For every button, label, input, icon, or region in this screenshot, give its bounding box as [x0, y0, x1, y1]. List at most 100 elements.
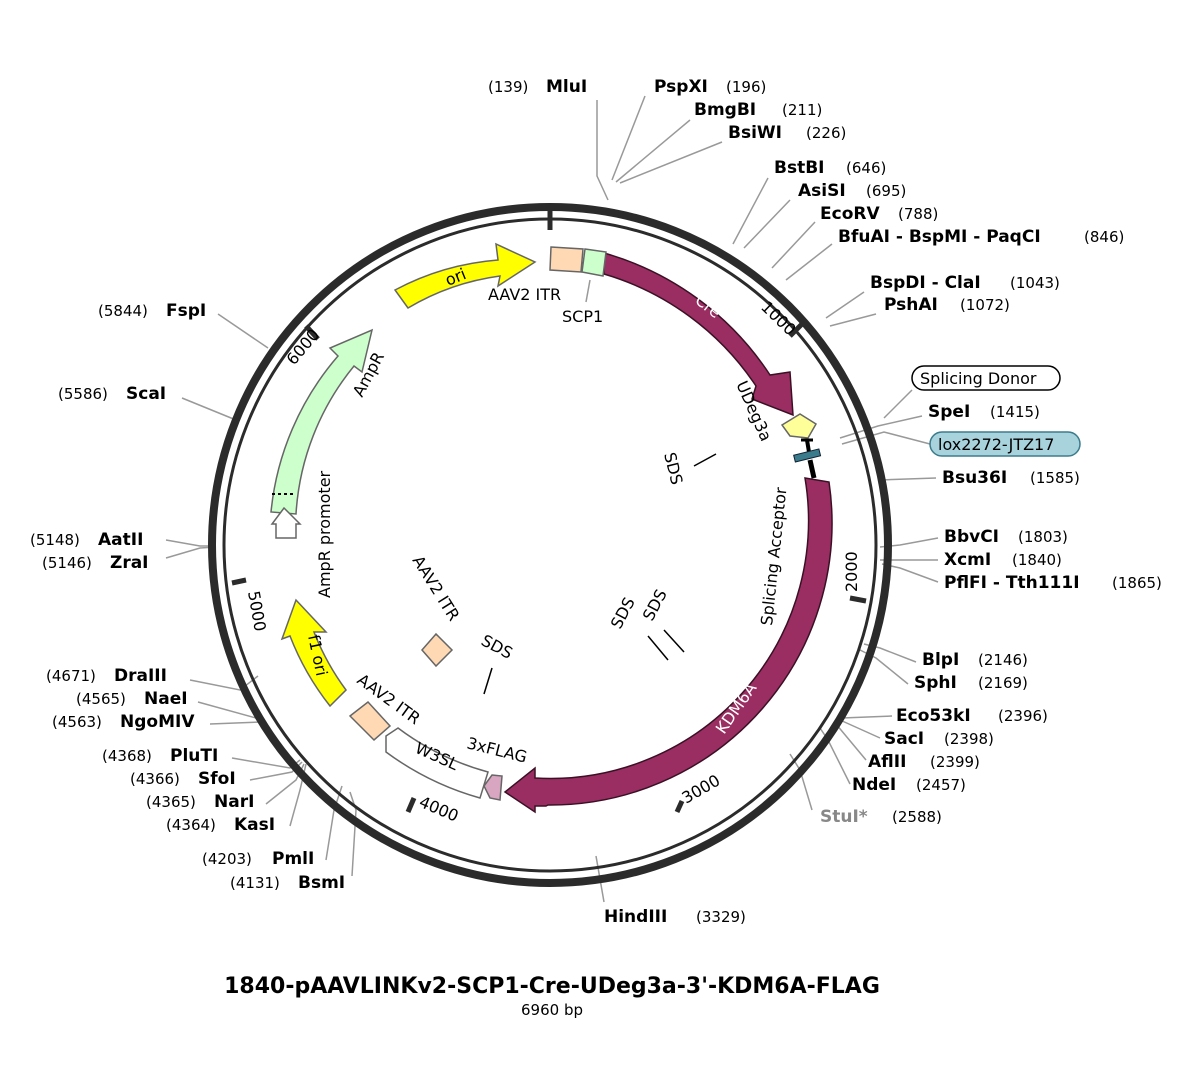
- tick-label-2000: 2000: [842, 551, 861, 592]
- callout-splicing-donor[interactable]: Splicing Donor: [911, 365, 1061, 391]
- svg-text:SfoI: SfoI: [198, 769, 236, 789]
- leader-asisi: [743, 199, 791, 249]
- tick-4000: [405, 797, 417, 813]
- lox-feature[interactable]: [793, 448, 822, 463]
- ampr-promoter-feature[interactable]: [270, 506, 302, 539]
- site-bstbi: BstBI(646): [774, 158, 886, 178]
- svg-text:AflII: AflII: [868, 752, 906, 772]
- svg-text:(1585): (1585): [1030, 469, 1080, 487]
- aav2-itr-top-feature[interactable]: [549, 246, 584, 273]
- leader-pluti: [231, 757, 301, 769]
- svg-text:(4365): (4365): [146, 793, 196, 811]
- svg-text:BsiWI: BsiWI: [728, 123, 782, 143]
- f1-ori-feature[interactable]: [280, 598, 347, 708]
- svg-text:(788): (788): [898, 205, 938, 223]
- cre-feature[interactable]: [603, 252, 794, 417]
- scp1-feature[interactable]: [581, 248, 607, 277]
- svg-text:NaeI: NaeI: [144, 689, 188, 709]
- marker-2: [805, 439, 811, 453]
- sds-label-1: SDS: [660, 450, 686, 486]
- aav2-itr-center-feature[interactable]: [421, 632, 454, 668]
- svg-text:BlpI: BlpI: [922, 650, 959, 670]
- leader-bsu36i: [879, 477, 937, 481]
- tick-label-4000: 4000: [416, 792, 461, 825]
- svg-text:ZraI: ZraI: [110, 553, 149, 573]
- leader-naei: [197, 701, 257, 719]
- svg-text:XcmI: XcmI: [944, 550, 991, 570]
- svg-text:NgoMIV: NgoMIV: [120, 712, 195, 732]
- site-bsiwi: BsiWI(226): [728, 123, 846, 143]
- site-bsu36i: Bsu36I (1585): [942, 468, 1080, 488]
- svg-text:(2588): (2588): [892, 808, 942, 826]
- svg-text:(4563): (4563): [52, 713, 102, 731]
- svg-text:(1865): (1865): [1112, 574, 1162, 592]
- aav2-itr-center-label: AAV2 ITR: [409, 552, 464, 624]
- svg-text:EcoRV: EcoRV: [820, 204, 880, 224]
- ori-feature[interactable]: [393, 242, 537, 309]
- svg-text:(5148): (5148): [30, 531, 80, 549]
- aav2-itr-bottom-feature[interactable]: [348, 700, 392, 742]
- svg-text:Bsu36I: Bsu36I: [942, 468, 1007, 488]
- svg-text:BspDI - ClaI: BspDI - ClaI: [870, 273, 981, 293]
- site-nari: (4365) NarI: [146, 792, 254, 812]
- site-aatii: (5148)AatII: [30, 530, 143, 550]
- svg-text:(196): (196): [726, 78, 766, 96]
- site-sfoi: (4366)SfoI: [130, 769, 236, 789]
- svg-text:(846): (846): [1084, 228, 1124, 246]
- leader-fspi: [217, 313, 269, 349]
- tick-label-3000: 3000: [679, 771, 724, 808]
- svg-text:(5146): (5146): [42, 554, 92, 572]
- callout-lox2272[interactable]: lox2272-JTZ17: [929, 431, 1081, 457]
- site-pmli: (4203)PmlI: [202, 849, 314, 869]
- svg-text:(2146): (2146): [978, 651, 1028, 669]
- svg-text:(5586): (5586): [58, 385, 108, 403]
- leader-mlui: [596, 100, 609, 201]
- tick-5000: [231, 577, 247, 586]
- svg-text:(3329): (3329): [696, 908, 746, 926]
- leader-sphi: [859, 649, 909, 685]
- leader-saci: [839, 719, 881, 739]
- site-mlui: (139) MluI: [488, 77, 587, 97]
- svg-text:NarI: NarI: [214, 792, 254, 812]
- svg-text:DraIII: DraIII: [114, 666, 167, 686]
- svg-text:PflFI - Tth111I: PflFI - Tth111I: [944, 573, 1080, 593]
- site-bfuai: BfuAI - BspMI - PaqCI (846): [838, 227, 1124, 247]
- site-xcmi: XcmI(1840): [944, 550, 1062, 570]
- site-draiii: (4671)DraIII: [46, 666, 167, 686]
- tick-3000: [674, 799, 685, 814]
- site-pluti: (4368)PluTI: [102, 746, 218, 766]
- svg-text:BstBI: BstBI: [774, 158, 825, 178]
- sds-mark-2: [647, 635, 669, 661]
- site-saci: SacI(2398): [884, 729, 994, 749]
- map-title: 1840-pAAVLINKv2-SCP1-Cre-UDeg3a-3'-KDM6A…: [224, 974, 880, 999]
- ampr-feature[interactable]: [270, 328, 374, 515]
- svg-text:(4203): (4203): [202, 850, 252, 868]
- site-eco53ki: Eco53kI(2396): [896, 706, 1048, 726]
- svg-text:(139): (139): [488, 78, 528, 96]
- flag-label: 3xFLAG: [465, 733, 529, 766]
- svg-text:(2169): (2169): [978, 674, 1028, 692]
- leader-scai: [181, 397, 237, 421]
- scp1-label: SCP1: [562, 307, 603, 326]
- site-bmgbi: BmgBI(211): [694, 100, 822, 120]
- svg-text:BfuAI - BspMI - PaqCI: BfuAI - BspMI - PaqCI: [838, 227, 1041, 247]
- leader-bmgbi: [615, 119, 691, 183]
- callout-lox2272-text: lox2272-JTZ17: [938, 435, 1054, 454]
- sds-label-2: SDS: [607, 594, 639, 632]
- tick-label-5000: 5000: [244, 589, 270, 632]
- svg-text:HindIII: HindIII: [604, 907, 667, 927]
- leader-bfuai: [785, 243, 833, 281]
- site-ecorv: EcoRV (788): [820, 204, 938, 224]
- kdm6a-feature[interactable]: [503, 477, 833, 814]
- marker-3: [807, 459, 817, 479]
- svg-text:(1043): (1043): [1010, 274, 1060, 292]
- svg-text:SpeI: SpeI: [928, 402, 970, 422]
- sds-marks: [483, 453, 717, 695]
- flag-feature[interactable]: [483, 774, 503, 801]
- site-bbvci: BbvCI(1803): [944, 527, 1068, 547]
- svg-text:MluI: MluI: [546, 77, 587, 97]
- leader-bspdi: [825, 291, 865, 319]
- udeg3a-feature[interactable]: [780, 413, 818, 439]
- sds-label-3: SDS: [639, 586, 671, 624]
